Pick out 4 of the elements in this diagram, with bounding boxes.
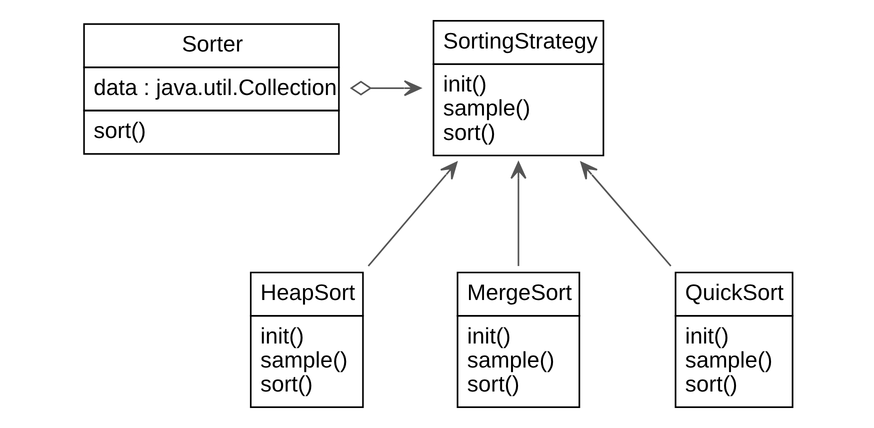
arrow <box>580 162 671 267</box>
arrow <box>367 162 457 267</box>
arrow <box>510 162 526 266</box>
arrow <box>349 80 421 96</box>
